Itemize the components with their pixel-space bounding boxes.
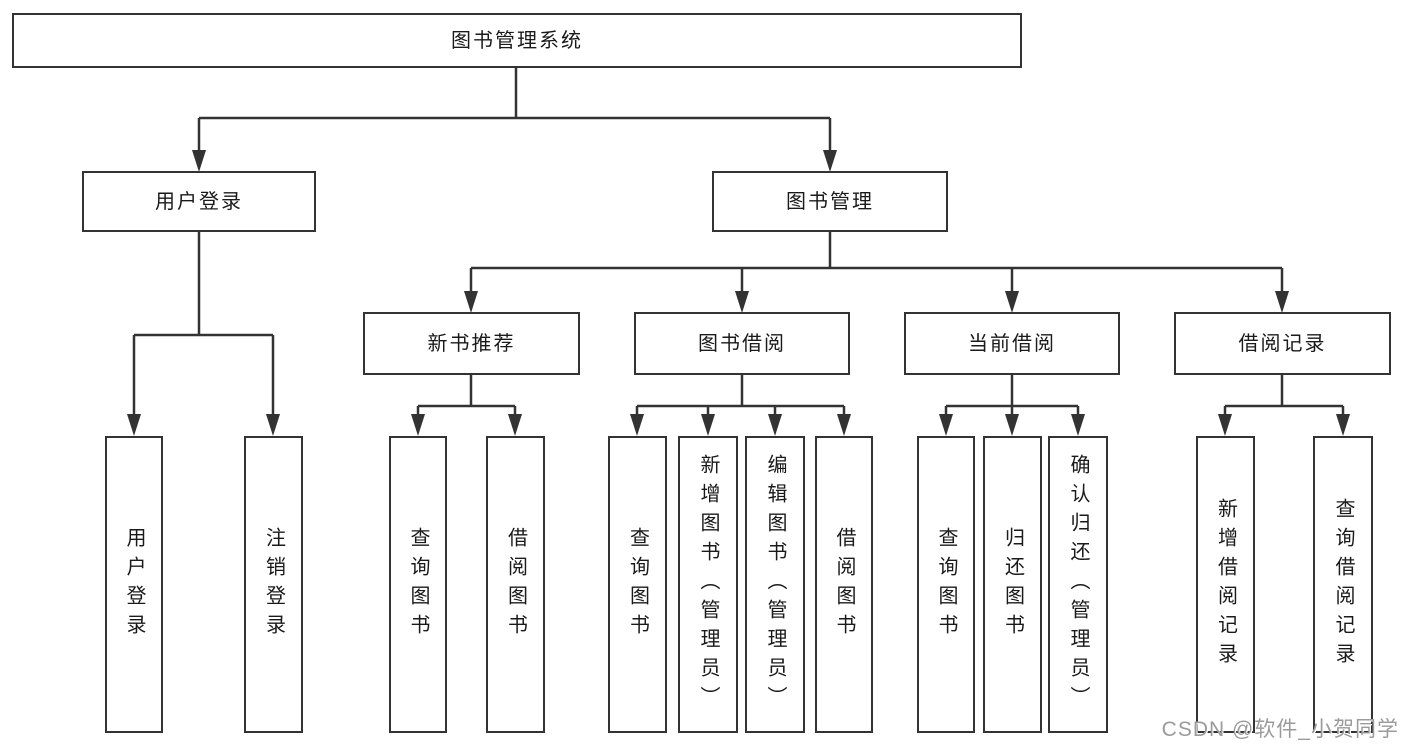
leaf-cb-return-book: 归还图书: [983, 436, 1042, 733]
node-current-borrow: 当前借阅: [904, 312, 1120, 375]
node-user-login: 用户登录: [82, 171, 316, 232]
leaf-bb-borrow-book: 借阅图书: [815, 436, 873, 733]
leaf-nb-query-book: 查询图书: [389, 436, 447, 733]
leaf-logout: 注销登录: [244, 436, 303, 733]
leaf-bb-add-book-admin: 新增图书（管理员）: [678, 436, 738, 733]
node-book-management: 图书管理: [712, 171, 948, 232]
connector-borrow-records-to-leaves: [1218, 375, 1350, 436]
leaf-br-add-record: 新增借阅记录: [1196, 436, 1255, 733]
connector-user-login-to-leaves: [127, 232, 280, 436]
csdn-watermark: CSDN @软件_小贺同学: [1161, 718, 1399, 741]
connector-current-borrow-to-leaves: [939, 375, 1085, 436]
leaf-user-login: 用户登录: [105, 436, 163, 733]
connector-book-borrow-to-leaves: [630, 375, 851, 436]
leaf-cb-query-book: 查询图书: [917, 436, 975, 733]
connector-root-to-level2: [192, 68, 837, 172]
leaf-cb-confirm-return-admin: 确认归还（管理员）: [1048, 436, 1108, 733]
leaf-bb-query-book: 查询图书: [608, 436, 667, 733]
node-borrow-records: 借阅记录: [1174, 312, 1391, 375]
leaf-br-query-record: 查询借阅记录: [1313, 436, 1373, 733]
leaf-nb-borrow-book: 借阅图书: [486, 436, 545, 733]
node-new-book-recommend: 新书推荐: [363, 312, 580, 375]
node-root: 图书管理系统: [12, 13, 1022, 68]
leaf-bb-edit-book-admin: 编辑图书（管理员）: [745, 436, 805, 733]
connector-new-book-to-leaves: [411, 375, 522, 436]
connector-book-management-to-modules: [464, 232, 1289, 313]
node-book-borrow: 图书借阅: [634, 312, 850, 375]
